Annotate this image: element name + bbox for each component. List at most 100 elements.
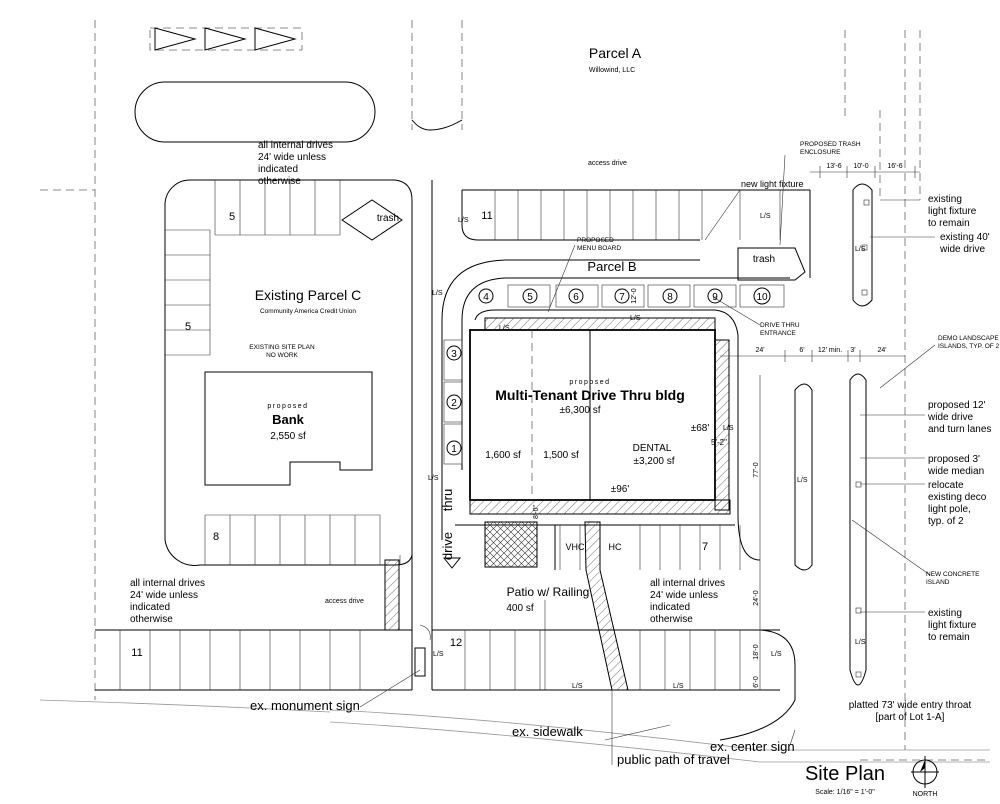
internal-drive-note-top-1: all internal drives (258, 140, 333, 151)
platted-1: platted 73' wide entry throat (849, 700, 972, 711)
drive-thru-entrance-1: DRIVE THRU (760, 322, 800, 329)
drive-thru-lane (411, 180, 790, 690)
demo-islands-2: ISLANDS, TYP. OF 2 (938, 343, 1000, 350)
proposed-trash-note-1: PROPOSED TRASH (800, 141, 861, 148)
north-arrow-icon (911, 756, 939, 788)
bank-name: Bank (272, 412, 305, 427)
leader-lines (359, 154, 936, 765)
patio-label: Patio w/ Railing (507, 585, 590, 599)
ls-tag: L/S (428, 475, 439, 482)
dim-row-3: 3' (850, 347, 855, 354)
stall-count-bottom-mid: 12 (450, 637, 462, 649)
top-arrow-markers (149, 27, 303, 51)
parcel-c-note-1: EXISTING SITE PLAN (249, 344, 315, 351)
demo-islands-1: DEMO LANDSCAPE (938, 335, 999, 342)
proposed-3-a: proposed 3' (928, 454, 980, 465)
existing-light-1c: to remain (928, 218, 970, 229)
internal-drive-note-mid-2: 24' wide unless (650, 590, 718, 601)
dim-v-77: 77'-0 (753, 462, 760, 477)
ls-tag: L/S (630, 315, 641, 322)
relocate-b: existing deco (928, 492, 987, 503)
new-concrete-2: ISLAND (926, 579, 950, 586)
queue-num-9: 9 (712, 292, 718, 303)
internal-drive-note-mid-4: otherwise (650, 614, 693, 625)
new-light-note: new light fixture (741, 179, 804, 189)
relocate-a: relocate (928, 480, 964, 491)
east-medians (759, 183, 873, 690)
tenant-3-area: ±3,200 sf (633, 456, 674, 467)
existing-40-a: existing 40' (940, 232, 990, 243)
queue-num-8: 8 (667, 292, 673, 303)
stall-count-c-left: 5 (185, 321, 191, 333)
dimension-lines (720, 166, 920, 362)
monument-sign-label: ex. monument sign (250, 698, 360, 713)
access-drive-top: access drive (588, 160, 627, 167)
ls-tag: L/S (760, 213, 771, 220)
existing-light-2b: light fixture (928, 620, 977, 631)
queue-num-3: 3 (451, 349, 457, 360)
queue-num-6: 6 (573, 292, 579, 303)
dim-v-24: 24'-0 (753, 590, 760, 605)
queue-num-2: 2 (451, 398, 457, 409)
menu-board-note-2: MENU BOARD (577, 245, 621, 252)
dim-row-24a: 24' (755, 347, 764, 354)
public-path-label: public path of travel (617, 752, 730, 767)
parcel-c-title: Existing Parcel C (255, 287, 362, 303)
internal-drive-note-left-3: indicated (130, 602, 170, 613)
ls-tag: L/S (499, 325, 510, 332)
patio-area: 400 sf (506, 603, 533, 614)
existing-light-2c: to remain (928, 632, 970, 643)
dim-building-depth: ±68' (691, 423, 710, 434)
queue-num-1: 1 (451, 444, 457, 455)
dim-patio-gap: 8'-0" (533, 505, 540, 519)
title-site-plan: Site Plan (805, 763, 885, 785)
parcel-b-title: Parcel B (587, 259, 636, 274)
menu-board-note-1: PROPOSED (577, 237, 614, 244)
building-name: Multi-Tenant Drive Thru bldg (495, 387, 685, 403)
thru-label: thru (440, 489, 455, 511)
existing-40-b: wide drive (939, 244, 985, 255)
top-island (134, 81, 376, 143)
trash-label-b: trash (753, 254, 775, 265)
tenant-3-name: DENTAL (633, 443, 672, 454)
drive-label: drive (440, 532, 455, 560)
multi-tenant-building (469, 317, 731, 515)
internal-drive-note-mid-3: indicated (650, 602, 690, 613)
dim-v-6: 6'-0 (753, 676, 760, 688)
title-scale: Scale: 1/16" = 1'-0" (815, 789, 875, 796)
internal-drive-note-top-2: 24' wide unless (258, 152, 326, 163)
parcel-c-lot (164, 179, 413, 566)
parcel-b-top-stalls (461, 189, 811, 281)
ls-tag: L/S (572, 683, 583, 690)
labels: Parcel A Willowind, LLC all internal dri… (130, 45, 1000, 798)
sidewalk-label: ex. sidewalk (512, 724, 583, 739)
internal-drive-note-top-4: otherwise (258, 176, 301, 187)
public-walk (584, 521, 629, 691)
stall-count-bottom-left: 11 (131, 647, 142, 659)
dim-stall-12: 12'-0 (631, 288, 638, 303)
parcel-c-owner: Community America Credit Union (260, 308, 356, 315)
drive-thru-entrance-2: ENTRANCE (760, 330, 796, 337)
new-concrete-1: NEW CONCRETE (926, 571, 980, 578)
tenant-2-area: 1,500 sf (543, 450, 579, 461)
dim-building-width: ±96' (611, 484, 630, 495)
ls-tag: L/S (855, 246, 866, 253)
internal-drive-note-top-3: indicated (258, 164, 298, 175)
internal-drive-note-mid-1: all internal drives (650, 578, 725, 589)
patio (484, 521, 538, 568)
proposed-3-b: wide median (927, 466, 984, 477)
platted-2: [part of Lot 1-A] (876, 712, 945, 723)
queue-num-10: 10 (756, 292, 768, 303)
dim-small: 5'-2" (711, 438, 727, 447)
vhc-label: VHC (565, 542, 585, 552)
stall-count-b-top: 11 (481, 210, 492, 222)
existing-light-2a: existing (928, 608, 962, 619)
ls-tag: L/S (673, 683, 684, 690)
ls-tag: L/S (723, 425, 734, 432)
internal-drive-note-left-4: otherwise (130, 614, 173, 625)
ls-tag: L/S (458, 217, 469, 224)
dim-row-6: 6' (799, 347, 804, 354)
bank-area: 2,550 sf (270, 431, 306, 442)
building-area: ±6,300 sf (559, 405, 600, 416)
